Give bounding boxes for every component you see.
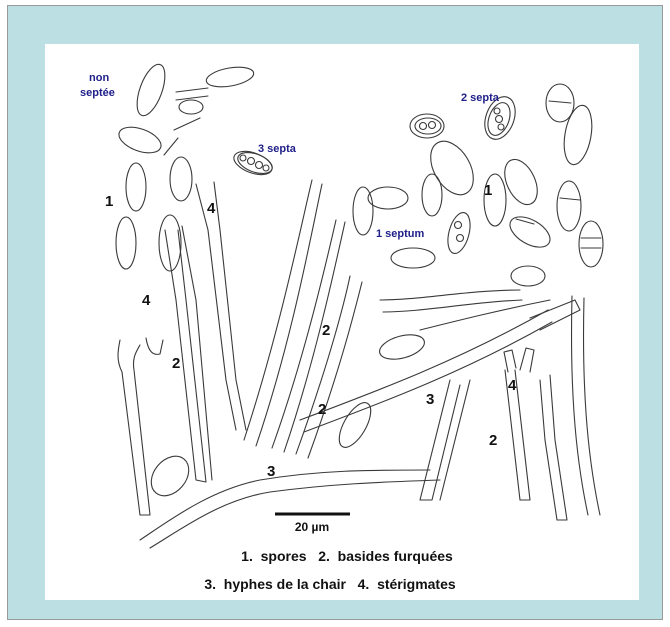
spore — [422, 134, 482, 202]
spore — [498, 154, 544, 209]
annotation-labels: non septée 3 septa 2 septa 1 septum — [80, 72, 500, 240]
septa-lines — [516, 101, 601, 248]
number-label: 2 — [172, 355, 180, 372]
label-3-septa: 3 septa — [258, 143, 297, 155]
spore — [505, 211, 555, 254]
number-label: 2 — [318, 401, 326, 418]
spore — [116, 122, 165, 158]
spore — [368, 187, 408, 209]
number-label: 4 — [508, 377, 517, 394]
caption-line-2: 3. hyphes de la chair 4. stérigmates — [204, 576, 456, 592]
label-2-septa: 2 septa — [461, 92, 500, 104]
number-label: 4 — [207, 200, 216, 217]
spore — [144, 449, 197, 503]
caption: 1. spores 2. basides furquées 3. hyphes … — [204, 548, 456, 592]
spore — [391, 248, 435, 268]
spore — [333, 398, 377, 452]
spore — [126, 163, 146, 211]
spore — [579, 221, 603, 267]
spore — [179, 100, 203, 114]
spore — [560, 103, 596, 167]
number-label: 4 — [142, 292, 151, 309]
label-septee: septée — [80, 87, 115, 99]
spore — [353, 187, 373, 235]
septate-spores — [235, 100, 514, 256]
spore — [116, 217, 136, 269]
spore — [170, 157, 192, 201]
spore — [511, 266, 545, 286]
number-label: 3 — [426, 391, 434, 408]
hyphae — [118, 88, 600, 548]
scale-bar: 20 µm — [275, 514, 350, 534]
caption-line-1: 1. spores 2. basides furquées — [241, 548, 453, 564]
number-label: 1 — [484, 182, 492, 199]
label-1-septum: 1 septum — [376, 228, 425, 240]
number-label: 3 — [267, 463, 275, 480]
number-label: 2 — [489, 432, 497, 449]
spore — [557, 181, 581, 231]
spore — [377, 330, 427, 363]
spore — [205, 64, 255, 90]
number-label: 2 — [322, 322, 330, 339]
spore — [422, 174, 442, 216]
label-non: non — [89, 72, 109, 84]
scale-bar-label: 20 µm — [295, 520, 329, 534]
number-label: 1 — [105, 193, 113, 210]
spore — [131, 61, 170, 119]
spores — [116, 61, 603, 503]
